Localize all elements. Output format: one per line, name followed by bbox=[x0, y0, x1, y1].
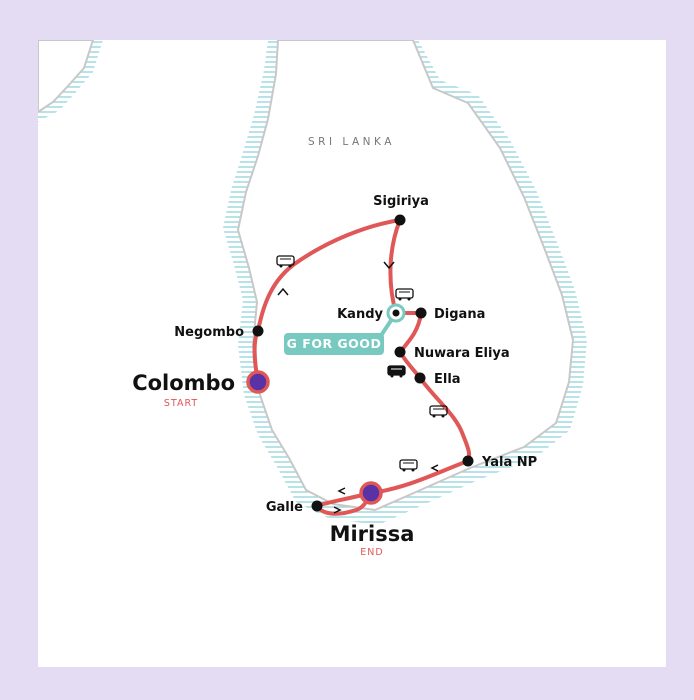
stop-label-yala: Yala NP bbox=[481, 455, 537, 470]
stop-marker-ella[interactable] bbox=[414, 372, 426, 384]
chevron-icon bbox=[337, 487, 346, 495]
island-landmass bbox=[236, 40, 575, 512]
stop-marker-negombo[interactable] bbox=[252, 325, 264, 337]
bus-icon bbox=[276, 255, 295, 268]
g-for-good-badge bbox=[284, 333, 384, 355]
stop-label-galle: Galle bbox=[266, 500, 303, 515]
bus-icon bbox=[387, 365, 406, 378]
chevron-icon bbox=[383, 261, 395, 270]
stop-label-sigiriya: Sigiriya bbox=[373, 194, 429, 209]
chevron-icon bbox=[430, 464, 439, 472]
bus-icon bbox=[399, 459, 418, 472]
start-tag: START bbox=[164, 398, 198, 409]
g-for-good-text: G FOR GOOD bbox=[287, 336, 382, 351]
bus-icon bbox=[395, 288, 414, 301]
bus-icon bbox=[429, 405, 448, 418]
end-marker-mirissa[interactable] bbox=[359, 481, 383, 505]
stop-marker-galle[interactable] bbox=[311, 500, 323, 512]
stop-label-ella: Ella bbox=[434, 372, 461, 387]
stop-marker-nuwara-eliya[interactable] bbox=[394, 346, 406, 358]
stop-marker-digana[interactable] bbox=[415, 307, 427, 319]
stop-label-negombo: Negombo bbox=[174, 325, 244, 340]
stop-marker-sigiriya[interactable] bbox=[394, 214, 406, 226]
chevron-icon bbox=[277, 287, 289, 296]
mainland-coast bbox=[38, 40, 95, 114]
stop-label-nuwara-eliya: Nuwara Eliya bbox=[414, 346, 510, 361]
sri-lanka-route-map: SRI LANKA G FOR GOOD bbox=[38, 40, 587, 558]
stop-label-kandy: Kandy bbox=[337, 307, 383, 322]
country-label: SRI LANKA bbox=[308, 136, 395, 148]
start-city-label: Colombo bbox=[132, 371, 235, 395]
stop-marker-yala[interactable] bbox=[462, 455, 474, 467]
chevron-icon bbox=[333, 506, 342, 514]
end-city-label: Mirissa bbox=[330, 522, 415, 546]
stop-label-digana: Digana bbox=[434, 307, 485, 322]
end-tag: END bbox=[360, 547, 383, 558]
stop-marker-kandy[interactable] bbox=[392, 309, 400, 317]
map-frame: SRI LANKA G FOR GOOD bbox=[38, 40, 666, 667]
start-marker-colombo[interactable] bbox=[246, 370, 270, 394]
